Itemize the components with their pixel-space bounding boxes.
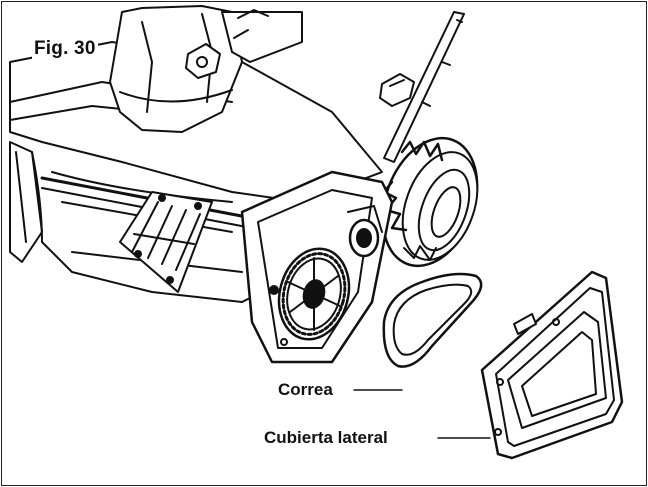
drive-belt [382, 272, 483, 368]
handle-bar [379, 11, 465, 163]
housing [9, 5, 383, 303]
skid-plate [119, 191, 213, 293]
side-housing [240, 170, 394, 364]
wheel [381, 136, 479, 268]
figure-label: Fig. 30 [32, 38, 98, 60]
side-cover-callout-label: Cubierta lateral [264, 428, 388, 447]
belt-callout-label: Correa [278, 380, 333, 399]
side-cover [480, 270, 624, 460]
